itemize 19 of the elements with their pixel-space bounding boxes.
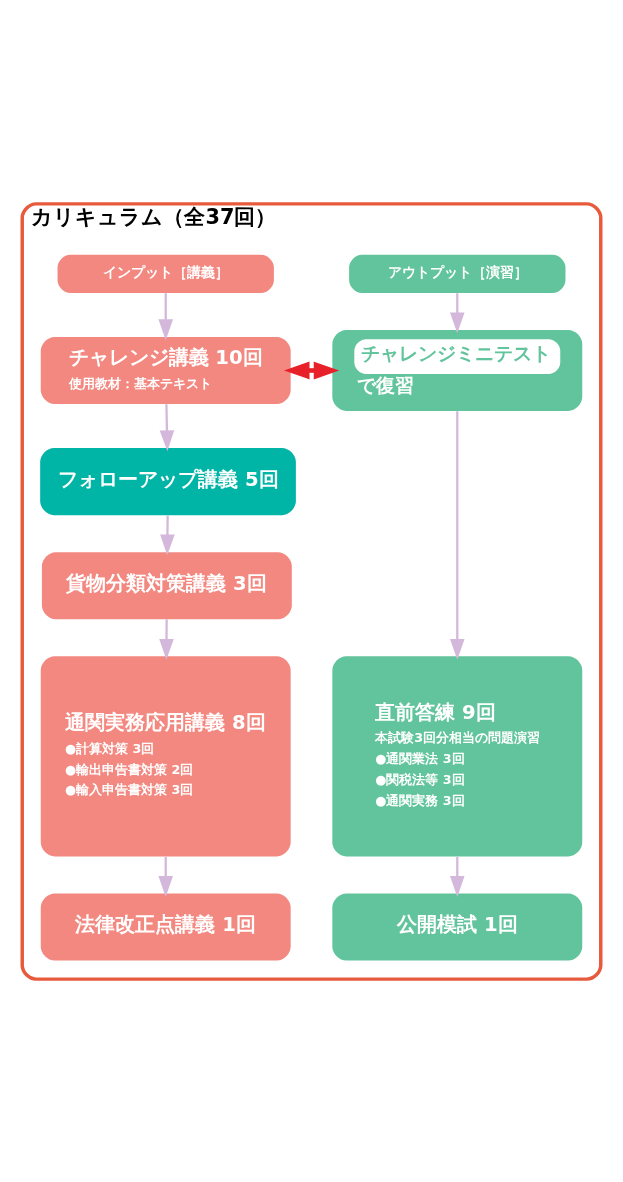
arrow — [160, 515, 175, 555]
node-box: 直前答練 9回 本試験3回分相当の問題演習 ●通関業法 3回 ●関税法等 3回 ●通関実務 3回 — [332, 655, 583, 856]
node-box: 法律改正点講義 1回 — [40, 893, 291, 961]
arrow — [450, 292, 465, 333]
arrow — [450, 410, 465, 660]
arrow — [284, 361, 340, 379]
node-box: 貨物分類対策講義 3回 — [41, 551, 292, 619]
arrow — [159, 403, 175, 451]
node-box: フォローアップ講義 5回 — [40, 447, 296, 515]
node-box: 公開模試 1回 — [332, 893, 583, 961]
node-box: 通関実務応用講義 8回 ●計算対策 3回 ●輸出申告書対策 2回 ●輸入申告書対策 3回 — [40, 655, 291, 856]
arrow — [450, 856, 465, 897]
arrow — [159, 618, 174, 660]
node-box: チャレンジミニテスト で復習 — [332, 329, 583, 411]
node-box: インプット［講義］ — [57, 254, 274, 293]
arrow — [158, 292, 173, 340]
arrow — [158, 856, 173, 897]
node-box: アウトプット［演習］ — [349, 254, 566, 293]
node-box: チャレンジ講義 10回 使用教材：基本テキスト — [40, 336, 291, 404]
